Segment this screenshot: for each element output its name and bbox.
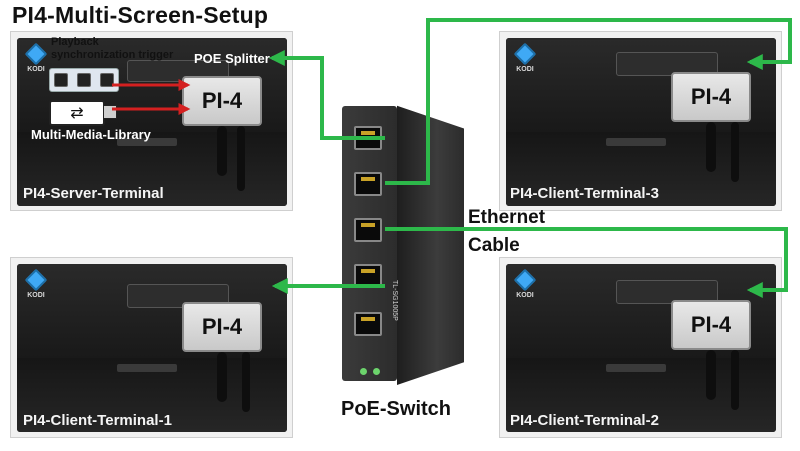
cable-label-line2: Cable xyxy=(468,235,520,256)
client-3-label: PI4-Client-Terminal-3 xyxy=(510,185,659,202)
terminal-client-3: KODI PI-4 xyxy=(506,38,776,206)
pi4-device: PI-4 xyxy=(182,302,262,352)
ethernet-port xyxy=(354,312,382,336)
ethernet-port xyxy=(354,218,382,242)
trigger-label: Playback synchronization trigger xyxy=(51,36,174,61)
cable-to-client-2 xyxy=(385,227,788,298)
pi4-device: PI-4 xyxy=(671,72,751,122)
panel-client-1: KODI PI-4 PI4-Client-Terminal-1 xyxy=(10,257,293,438)
terminal-client-1: KODI PI-4 xyxy=(17,264,287,432)
terminal-client-2: KODI PI-4 xyxy=(506,264,776,432)
panel-client-2: KODI PI-4 PI4-Client-Terminal-2 xyxy=(499,257,782,438)
switch-label: PoE-Switch xyxy=(341,398,452,420)
pi4-device: PI-4 xyxy=(182,76,262,126)
splitter-label: POE Splitter xyxy=(194,51,270,66)
cable-to-client-3 xyxy=(385,18,792,185)
diagram-title: PI4-Multi-Screen-Setup xyxy=(12,2,269,28)
poe-switch xyxy=(342,100,464,385)
terminal-server: KODI PI-4 ⇄ xyxy=(17,38,287,206)
trigger-buttons xyxy=(49,68,119,92)
client-1-label: PI4-Client-Terminal-1 xyxy=(23,412,172,429)
kodi-icon: KODI xyxy=(24,42,48,73)
panel-client-3: KODI PI-4 PI4-Client-Terminal-3 xyxy=(499,31,782,211)
cable-to-server xyxy=(268,50,385,140)
library-label: Multi-Media-Library xyxy=(31,127,151,142)
cable-label-line1: Ethernet xyxy=(468,207,546,228)
server-terminal-label: PI4-Server-Terminal xyxy=(23,185,164,202)
status-led xyxy=(360,368,367,375)
status-led xyxy=(373,368,380,375)
panel-server: KODI PI-4 ⇄ Playback synchronization tri… xyxy=(10,31,293,211)
kodi-icon: KODI xyxy=(513,268,537,299)
switch-side xyxy=(397,105,464,385)
kodi-icon: KODI xyxy=(513,42,537,73)
ethernet-port xyxy=(354,172,382,196)
pi4-device: PI-4 xyxy=(671,300,751,350)
kodi-icon: KODI xyxy=(24,268,48,299)
client-2-label: PI4-Client-Terminal-2 xyxy=(510,412,659,429)
